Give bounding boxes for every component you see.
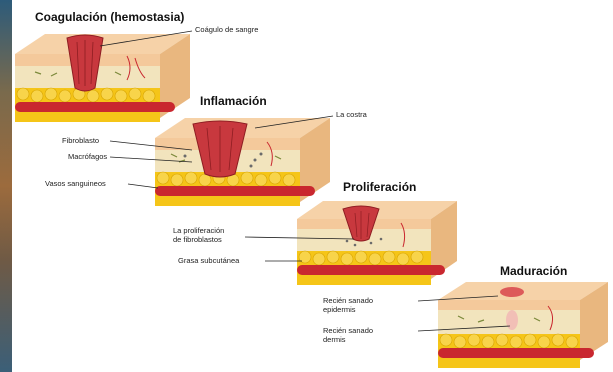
label-blood-clot: Coágulo de sangre: [195, 25, 258, 34]
stage-title-inflammation: Inflamación: [200, 94, 267, 108]
label-subcutaneous-fat: Grasa subcutánea: [178, 256, 239, 265]
left-edge-background: [0, 0, 12, 372]
stage-title-coagulation: Coagulación (hemostasia): [35, 10, 184, 24]
skin-block-maturation: [438, 276, 608, 368]
stage-title-proliferation: Proliferación: [343, 180, 416, 194]
label-fibroblast: Fibroblasto: [62, 136, 99, 145]
label-scab: La costra: [336, 110, 367, 119]
label-new-epidermis: Recién sanado epidermis: [323, 296, 373, 314]
skin-block-proliferation: [297, 195, 457, 285]
label-macrophages: Macrófagos: [68, 152, 107, 161]
label-new-dermis: Recién sanado dermis: [323, 326, 373, 344]
skin-block-coagulation: [15, 28, 190, 122]
label-blood-vessels: Vasos sanguineos: [45, 179, 106, 188]
skin-block-inflammation: [155, 112, 330, 206]
label-fibroblast-proliferation: La proliferación de fibroblastos: [173, 226, 224, 244]
